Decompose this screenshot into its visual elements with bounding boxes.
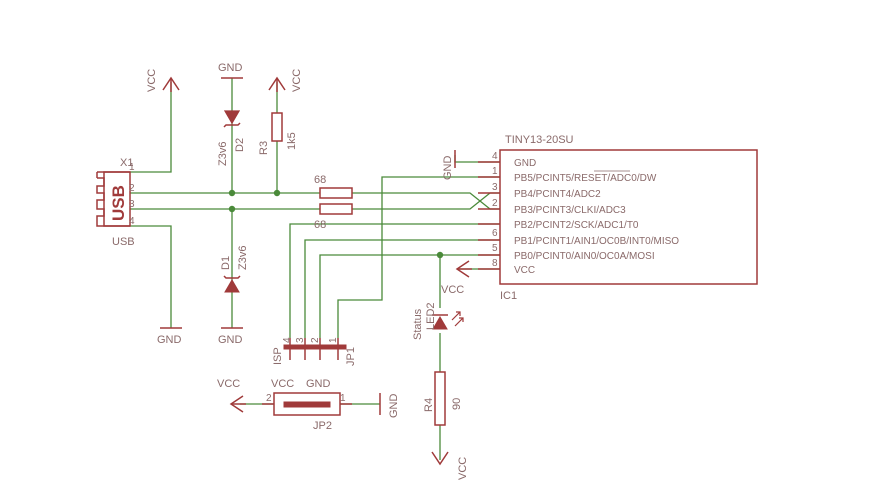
usb-value: USB [112, 236, 135, 248]
jp2-label-gnd: GND [306, 378, 331, 390]
junctions [228, 189, 444, 259]
ic1-pinname-4: PB2/PCINT2/SCK/ADC1/T0 [514, 220, 639, 231]
jp1-pin2: 2 [310, 337, 321, 343]
jp1-pin4: 4 [282, 337, 293, 343]
isp-header-jp1: 4 3 2 1 ISP JP1 [272, 337, 357, 366]
gnd-label-ic: GND [442, 156, 454, 181]
usb-name: X1 [120, 157, 133, 169]
gnd-symbol-ic: GND [442, 150, 456, 181]
resistor-r4: R4 90 [423, 371, 463, 426]
usb-connector: USB X1 USB 1 2 3 4 [96, 157, 135, 248]
ic1: TINY13-20SU IC1 4 1 3 2 6 5 8 GND PB5/PC… [478, 134, 758, 302]
ic1-pinnum-6: 8 [492, 258, 498, 269]
ic1-pinnum-1: 1 [492, 166, 498, 177]
r1-value: 68 [314, 174, 326, 186]
status-led: Status LED2 [412, 302, 464, 340]
d1-name: D1 [220, 256, 232, 270]
zener-diode-d2: D2 Z3v6 [217, 110, 246, 166]
gnd-label-jp2: GND [388, 394, 400, 419]
r3-name: R3 [258, 141, 270, 155]
ic1-pinname-2: PB4/PCINT4/ADC2 [514, 189, 601, 200]
ic1-pinnum-2: 3 [492, 182, 498, 193]
ic1-pinnum-0: 4 [492, 151, 498, 162]
resistor-r2: 68 [314, 203, 353, 231]
ic1-pinnum-4: 6 [492, 228, 498, 239]
gnd-symbol-d2: GND [218, 62, 243, 79]
ic1-pinname-1: PB5/PCINT5/RESET/ADC0/DW [514, 173, 657, 184]
d2-name: D2 [234, 138, 246, 152]
ic1-pinnum-5: 5 [492, 243, 498, 254]
resistor-r1: 68 [314, 174, 353, 199]
usb-pin1: 1 [129, 162, 135, 173]
gnd-label-d2: GND [218, 62, 243, 74]
resistor-r3: R3 1k5 [258, 112, 298, 155]
r4-name: R4 [423, 398, 435, 412]
vcc-label-r4: VCC [457, 457, 469, 480]
usb-pin4: 4 [129, 216, 135, 227]
led-value: Status [412, 308, 424, 340]
d2-value: Z3v6 [217, 142, 229, 166]
d1-value: Z3v6 [237, 246, 249, 270]
gnd-label-d1: GND [218, 334, 243, 346]
zener-diode-d1: D1 Z3v6 [220, 246, 249, 293]
vcc-symbol-jp2: VCC [217, 378, 246, 413]
vcc-label-jp2: VCC [217, 378, 240, 390]
jumper-jp2: VCC GND 2 1 JP2 [262, 378, 352, 432]
jp2-pin2: 2 [266, 393, 272, 404]
ic1-pinname-3: PB3/PCINT3/CLKI/ADC3 [514, 205, 626, 216]
jp1-pin3: 3 [295, 337, 306, 343]
jp2-label-vcc: VCC [271, 378, 294, 390]
ic1-pinname-6: PB0/PCINT0/AIN0/OC0A/MOSI [514, 251, 655, 262]
gnd-symbol-jp2: GND [379, 393, 400, 419]
r3-value: 1k5 [286, 132, 298, 150]
ic1-name: IC1 [500, 290, 517, 302]
ic1-pinnum-3: 2 [492, 198, 498, 209]
led-name: LED2 [425, 302, 437, 330]
vcc-label-r3: VCC [291, 69, 303, 92]
ic1-pinname-0: GND [514, 158, 536, 169]
jp2-pin1: 1 [340, 393, 346, 404]
ic1-value: TINY13-20SU [505, 134, 574, 146]
usb-pin3: 3 [129, 199, 135, 210]
usb-body-text: USB [109, 185, 128, 221]
jp1-value: ISP [272, 347, 284, 365]
r2-value: 68 [314, 219, 326, 231]
gnd-symbol-d1: GND [218, 327, 243, 346]
ic1-pinname-5: PB1/PCINT1/AIN1/OC0B/INT0/MISO [514, 236, 679, 247]
vcc-symbol-ic: VCC [441, 260, 472, 296]
r4-value: 90 [451, 398, 463, 410]
vcc-symbol-r4: VCC [431, 451, 469, 480]
jp1-name: JP1 [345, 347, 357, 366]
ic1-pinname-7: VCC [514, 265, 535, 276]
jp2-name: JP2 [313, 420, 332, 432]
gnd-symbol-usb: GND [157, 327, 182, 346]
usb-pin2: 2 [129, 183, 135, 194]
jp1-pin1: 1 [328, 337, 339, 343]
vcc-symbol-usb: VCC [146, 69, 180, 92]
vcc-label-usb: VCC [146, 69, 158, 92]
vcc-symbol-r3: VCC [268, 69, 303, 92]
gnd-label-usb: GND [157, 334, 182, 346]
vcc-label-ic: VCC [441, 284, 464, 296]
